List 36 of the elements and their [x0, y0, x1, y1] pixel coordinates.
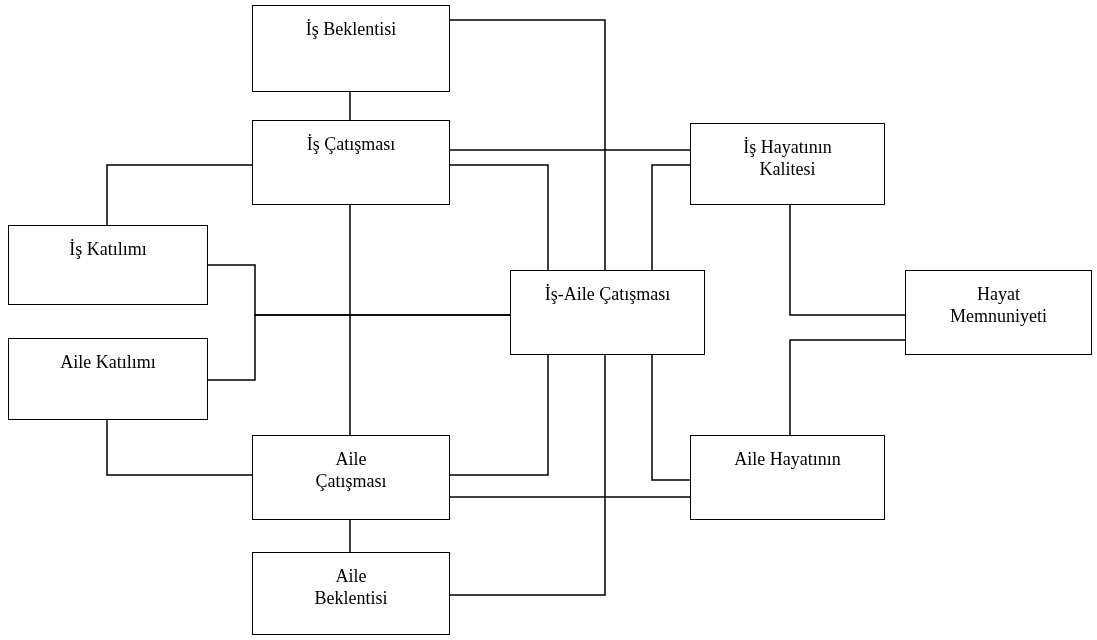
connector-line: [449, 19, 606, 271]
concept-box: [8, 338, 208, 420]
concept-box: [510, 270, 705, 355]
concept-box: [252, 5, 450, 92]
box-label: Hayat Memnuniyeti: [949, 283, 1048, 327]
box-label: Aile Hayatının: [734, 448, 841, 470]
connector-line: [789, 339, 906, 436]
connector-line: [349, 204, 351, 436]
connector-line: [449, 354, 606, 596]
concept-box: [905, 270, 1092, 355]
connector-line: [349, 91, 351, 121]
connector-line: [449, 354, 549, 476]
connector-line: [106, 164, 253, 226]
box-label: İş-Aile Çatışması: [544, 283, 671, 305]
box-label: Aile Katılımı: [60, 351, 156, 373]
concept-box: [252, 120, 450, 205]
box-label: İş Katılımı: [69, 238, 147, 260]
concept-box: [252, 552, 450, 635]
concept-box: [690, 435, 885, 520]
concept-box: [252, 435, 450, 520]
connector-line: [449, 496, 691, 498]
connector-line: [789, 204, 906, 316]
connector-line: [651, 164, 691, 271]
box-label: İş Beklentisi: [305, 18, 397, 40]
box-label: Aile Beklentisi: [313, 565, 389, 609]
connector-line: [651, 354, 691, 481]
connector-line: [106, 419, 253, 476]
box-label: İş Hayatının Kalitesi: [742, 136, 833, 180]
box-label: Aile Çatışması: [314, 448, 388, 492]
concept-box: [690, 123, 885, 205]
connector-line: [349, 519, 351, 553]
connector-line: [207, 314, 511, 381]
connector-line: [449, 149, 691, 151]
connector-line: [449, 164, 549, 271]
concept-box: [8, 225, 208, 305]
box-label: İş Çatışması: [306, 133, 396, 155]
